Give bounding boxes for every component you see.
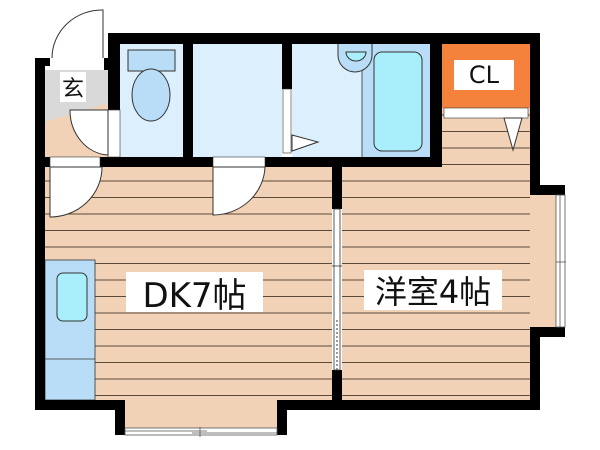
bath-door-gap (282, 88, 292, 154)
toilet-bowl (131, 68, 171, 122)
closet-door-indicator (503, 117, 523, 152)
closet-door[interactable] (443, 107, 529, 119)
toilet-tank (127, 49, 176, 72)
dk-entry-door-gap (49, 156, 101, 168)
kitchen-sink (56, 272, 88, 322)
western-room-label: 洋室4帖 (364, 270, 502, 311)
front-door-gap (50, 58, 104, 70)
bathtub (373, 51, 423, 152)
bath-door-indicator[interactable] (291, 134, 320, 152)
front-door-swing[interactable] (51, 9, 104, 59)
washroom-floor (193, 44, 282, 157)
closet-label: CL (454, 60, 514, 90)
dk-entry-door-swing[interactable] (49, 166, 103, 218)
washroom-door-swing[interactable] (212, 166, 266, 216)
entrance-label: 玄 (60, 72, 86, 102)
dining-kitchen-label: DK7帖 (126, 272, 263, 316)
washroom-door-gap (212, 156, 266, 168)
right-window-bay-floor (530, 195, 556, 327)
bottom-window[interactable] (124, 427, 278, 436)
toilet-door-arc[interactable] (69, 109, 109, 156)
right-window[interactable] (555, 194, 566, 328)
bottom-window-bay-floor (125, 400, 277, 428)
toilet-door-gap (107, 109, 121, 158)
walls (35, 33, 565, 435)
bath-basin-bowl (345, 51, 367, 62)
